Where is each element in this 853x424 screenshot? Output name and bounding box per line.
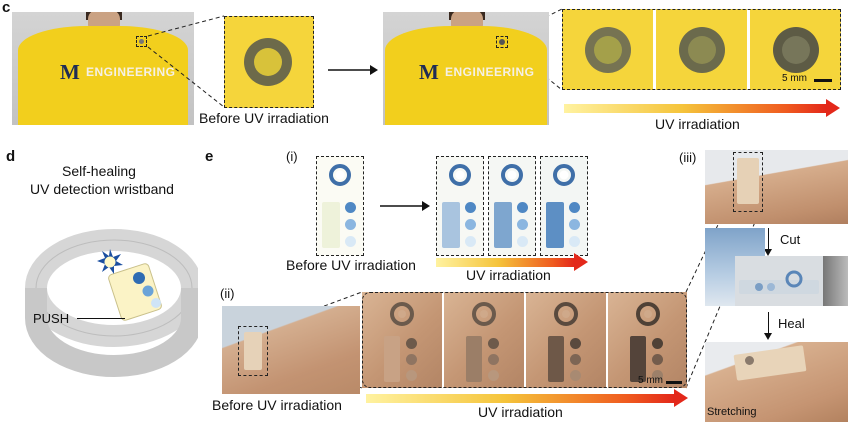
arrow-icon <box>380 201 430 211</box>
e-i-label: (i) <box>286 149 298 164</box>
sun-icon <box>449 164 471 186</box>
c-scale-label: 5 mm <box>782 73 807 84</box>
e-ii-label: (ii) <box>220 286 235 301</box>
panel-label-c: c <box>2 0 11 16</box>
sun-icon <box>554 302 578 326</box>
shirt-logo: M <box>60 60 80 84</box>
sun-icon <box>390 302 414 326</box>
wrist-zoom-series: 5 mm <box>362 292 687 388</box>
stretching-label: Stretching <box>707 406 757 418</box>
heal-label: Heal <box>778 316 805 331</box>
shirt-text: ENGINEERING <box>86 65 176 79</box>
c-uv-caption: UV irradiation <box>655 116 740 132</box>
sensor-card-before <box>316 156 364 256</box>
sun-icon <box>785 270 803 288</box>
e-ii-uv-caption: UV irradiation <box>478 404 563 420</box>
d-title-line2: UV detection wristband <box>30 181 174 197</box>
sun-icon <box>472 302 496 326</box>
shirt-logo: M <box>419 60 439 84</box>
shirt-photo-after: M ENGINEERING <box>383 12 549 125</box>
shirt-text: ENGINEERING <box>445 65 535 79</box>
scissors <box>823 256 848 306</box>
wrist-photo-before <box>222 306 360 394</box>
wristband-on-wrist-photo <box>705 150 848 224</box>
e-i-uv-caption: UV irradiation <box>466 267 551 283</box>
cut-label: Cut <box>780 232 801 247</box>
zoom-box <box>238 326 268 376</box>
panel-label-e: e <box>205 148 214 165</box>
zoom-box <box>733 152 763 212</box>
sun-icon <box>97 249 123 274</box>
scale-bar <box>666 381 682 384</box>
sun-icon <box>553 164 575 186</box>
d-push-label: PUSH <box>33 311 70 326</box>
c-before-caption: Before UV irradiation <box>199 110 329 126</box>
cut-arrow <box>768 228 769 252</box>
e-iii-label: (iii) <box>679 150 697 165</box>
sensor-zoom-series: 5 mm <box>562 9 841 90</box>
cut-photo <box>735 256 848 306</box>
scale-bar <box>814 79 832 82</box>
sun-icon <box>501 164 523 186</box>
e-ii-scale-label: 5 mm <box>638 375 663 386</box>
push-leader-line <box>77 318 125 319</box>
sun-icon <box>329 164 351 186</box>
zoom-box <box>136 36 147 47</box>
wristband-illustration <box>25 229 198 377</box>
d-title-line1: Self-healing <box>62 163 136 179</box>
sensor-card-series <box>436 156 588 256</box>
sun-icon <box>636 302 660 326</box>
arrow-icon <box>328 65 378 75</box>
sensor-zoom-before <box>224 16 314 108</box>
panel-label-d: d <box>6 148 16 165</box>
e-i-before-caption: Before UV irradiation <box>286 257 416 273</box>
e-ii-before-caption: Before UV irradiation <box>212 397 342 413</box>
heal-arrow <box>768 312 769 336</box>
shirt-photo-before: M ENGINEERING <box>12 12 194 125</box>
zoom-box <box>496 36 508 48</box>
stretching-photo <box>705 342 848 422</box>
